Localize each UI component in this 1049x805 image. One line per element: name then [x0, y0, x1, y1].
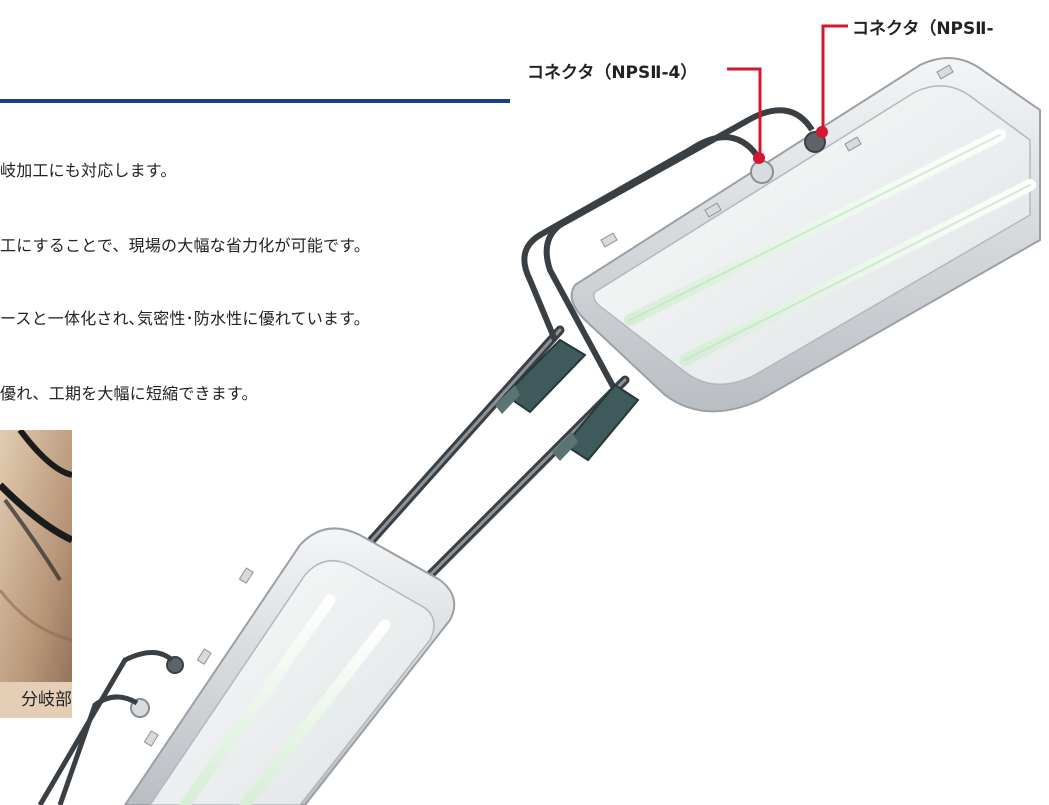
feature-line-3: ースと一体化され､気密性･防水性に優れています。	[0, 309, 370, 328]
upper-fixture	[570, 56, 1041, 413]
photo-caption: 分岐部	[0, 682, 72, 718]
section-divider	[0, 99, 510, 103]
callout-lines	[727, 24, 848, 164]
cable-connectors	[495, 338, 640, 462]
lower-fixture	[37, 527, 456, 805]
branch-photo: 分岐部	[0, 430, 72, 718]
feature-line-4: 優れ、工期を大幅に短縮できます。	[0, 384, 258, 403]
upper-cable-loops	[521, 107, 815, 392]
feature-line-1: 岐加工にも対応します。	[0, 161, 177, 180]
connector-label-top: コネクタ（NPSⅡ-	[852, 19, 994, 39]
branch-photo-image	[0, 430, 72, 718]
feature-line-2: 工にすることで、現場の大幅な省力化が可能です。	[0, 236, 371, 255]
connector-label-middle: コネクタ（NPSⅡ-4）	[527, 63, 698, 83]
